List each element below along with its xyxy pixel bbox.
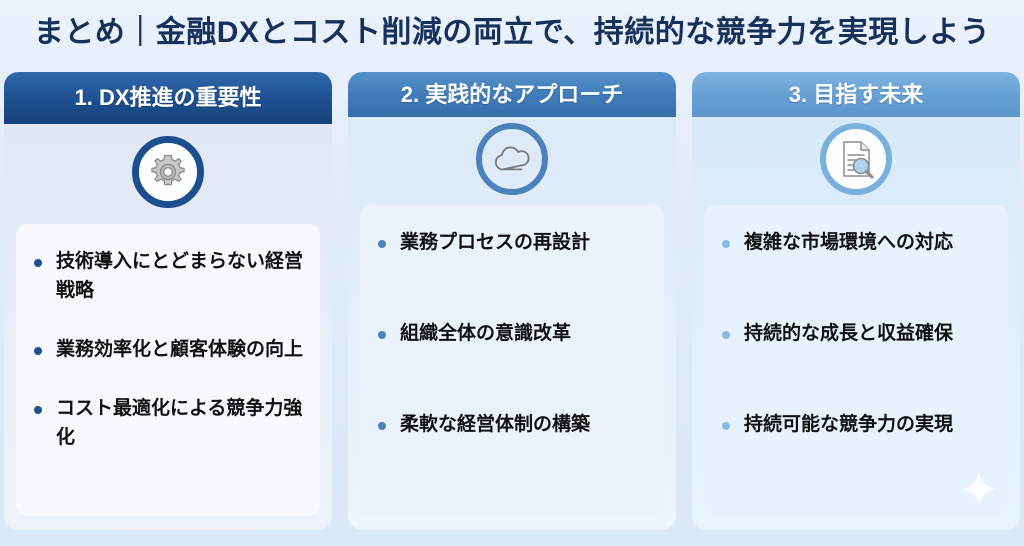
card-3-bullet-list: 複雑な市場環境への対応 持続的な成長と収益確保 持続可能な競争力の実現 bbox=[718, 229, 994, 440]
card-practical-approach[interactable]: 2. 実践的なアプローチ 業務プロセスの再設計 組織全体の意識改革 柔軟な経営体… bbox=[348, 72, 676, 530]
card-row: 1. DX推進の重要性 技術導入にとどまらない経営戦略 業務効率化と顧客体験の向… bbox=[4, 72, 1020, 530]
card-1-icon-area bbox=[4, 124, 332, 220]
card-2-bullet-list: 業務プロセスの再設計 組織全体の意識改革 柔軟な経営体制の構築 bbox=[374, 229, 650, 440]
card-dx-importance[interactable]: 1. DX推進の重要性 技術導入にとどまらない経営戦略 業務効率化と顧客体験の向… bbox=[4, 72, 332, 530]
list-item: 業務プロセスの再設計 bbox=[374, 229, 650, 258]
card-1-header: 1. DX推進の重要性 bbox=[4, 72, 332, 124]
card-3-bullet-panel: 複雑な市場環境への対応 持続的な成長と収益確保 持続可能な競争力の実現 bbox=[704, 205, 1008, 516]
card-3-title: 3. 目指す未来 bbox=[788, 81, 924, 107]
page-title: まとめ｜金融DXとコスト削減の両立で、持続的な競争力を実現しよう bbox=[33, 16, 991, 49]
card-2-header: 2. 実践的なアプローチ bbox=[348, 72, 676, 118]
card-2-bullet-panel: 業務プロセスの再設計 組織全体の意識改革 柔軟な経営体制の構築 bbox=[360, 205, 664, 516]
document-search-icon bbox=[820, 123, 892, 196]
card-3-header: 3. 目指す未来 bbox=[692, 72, 1020, 118]
card-1-bullet-list: 技術導入にとどまらない経営戦略 業務効率化と顧客体験の向上 コスト最適化による競… bbox=[30, 248, 306, 452]
list-item: コスト最適化による競争力強化 bbox=[30, 395, 306, 453]
gear-icon bbox=[132, 136, 204, 208]
list-item: 業務効率化と顧客体験の向上 bbox=[30, 336, 306, 365]
card-1-title: 1. DX推進の重要性 bbox=[74, 85, 262, 110]
list-item: 柔軟な経営体制の構築 bbox=[374, 411, 650, 440]
card-2-icon-area bbox=[348, 117, 676, 201]
list-item: 持続的な成長と収益確保 bbox=[718, 320, 994, 349]
card-future-vision[interactable]: 3. 目指す未来 bbox=[692, 72, 1020, 530]
list-item: 持続可能な競争力の実現 bbox=[718, 411, 994, 440]
list-item: 組織全体の意識改革 bbox=[374, 320, 650, 349]
card-3-icon-area bbox=[692, 117, 1020, 201]
list-item: 複雑な市場環境への対応 bbox=[718, 229, 994, 258]
cloud-icon bbox=[476, 123, 548, 196]
card-2-title: 2. 実践的なアプローチ bbox=[400, 81, 624, 107]
list-item: 技術導入にとどまらない経営戦略 bbox=[30, 248, 306, 306]
slide-title-bar: まとめ｜金融DXとコスト削減の両立で、持続的な競争力を実現しよう bbox=[0, 0, 1024, 66]
card-1-bullet-panel: 技術導入にとどまらない経営戦略 業務効率化と顧客体験の向上 コスト最適化による競… bbox=[16, 224, 320, 516]
